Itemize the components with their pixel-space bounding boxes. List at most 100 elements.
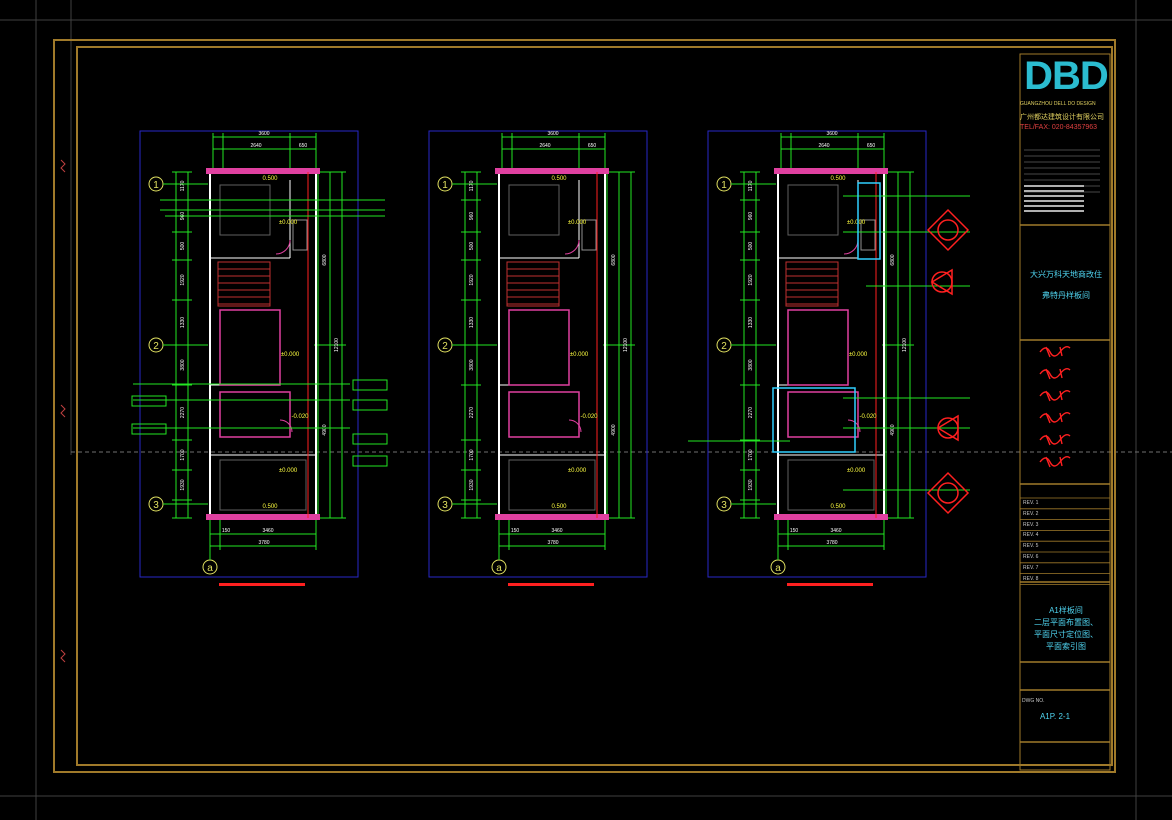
level-text: -0.020	[580, 414, 598, 420]
dimension-text: 150	[222, 528, 231, 534]
bathroom-outline	[508, 391, 580, 438]
dimension-text: 2640	[250, 143, 261, 149]
dimension-text: 500	[748, 242, 754, 251]
furniture-block	[508, 459, 596, 511]
grid-label: 3	[153, 500, 159, 511]
plan-title-bar	[508, 583, 594, 586]
dimension-text: 1700	[180, 449, 186, 460]
door-swing	[564, 239, 580, 255]
grid-label: 1	[721, 180, 727, 191]
dimension-text: 1700	[469, 449, 475, 460]
level-text: ±0.000	[847, 468, 866, 474]
staircase	[217, 261, 271, 307]
dimension-text: 3460	[551, 528, 562, 534]
plan-boundary	[707, 130, 927, 578]
level-text: 0.500	[262, 176, 278, 182]
plan-boundary	[139, 130, 359, 578]
drawing-title-line4: 平面索引图	[1046, 642, 1086, 651]
dimension-text: 12100	[623, 338, 629, 352]
dimension-text: 500	[469, 242, 475, 251]
bottom-dimensions: 150 3460 3780	[498, 520, 606, 550]
title-block	[1019, 53, 1111, 771]
door-swing	[279, 419, 293, 433]
level-text: -0.020	[859, 414, 877, 420]
revision-item: REV. 7	[1023, 564, 1039, 571]
dimension-text: 1930	[469, 479, 475, 490]
level-text: 0.500	[551, 504, 567, 510]
level-text: ±0.000	[849, 352, 868, 358]
dimension-text: 1700	[748, 449, 754, 460]
level-text: ±0.000	[570, 352, 589, 358]
index-tag	[352, 399, 388, 411]
level-text: 0.500	[830, 504, 846, 510]
furniture-block	[508, 184, 560, 236]
dimension-text: 500	[180, 242, 186, 251]
grid-label: a	[496, 563, 502, 574]
index-tag	[131, 423, 167, 435]
dimension-text: 650	[867, 143, 876, 149]
dimension-text: 12100	[334, 338, 340, 352]
revision-item: REV. 6	[1023, 553, 1039, 560]
dimension-text: 1170	[748, 180, 754, 191]
index-triangle	[936, 414, 959, 442]
dimension-text: 150	[511, 528, 520, 534]
room-outline	[508, 309, 570, 386]
revision-item: REV. 5	[1023, 543, 1039, 550]
balcony-top	[206, 168, 320, 174]
drawing-number: A1P. 2-1	[1039, 712, 1071, 721]
level-text: 0.500	[551, 176, 567, 182]
dimension-text: 2270	[748, 407, 754, 418]
level-text: 0.500	[262, 504, 278, 510]
highlight-box	[857, 182, 881, 260]
dimension-text: 3600	[547, 131, 558, 137]
stair-outline	[506, 261, 560, 307]
level-text: 0.500	[830, 176, 846, 182]
dimension-text: 3780	[826, 540, 837, 546]
drawing-title-line2: 二层平面布置图、	[1034, 618, 1098, 627]
dimension-text: 1330	[469, 317, 475, 328]
bathroom-outline	[787, 391, 859, 438]
balcony-top	[774, 168, 888, 174]
grid-label: 3	[721, 500, 727, 511]
grid-label: a	[207, 563, 213, 574]
highlight-box	[772, 387, 856, 453]
dimension-text: 3780	[547, 540, 558, 546]
titleblock-frame	[1019, 53, 1111, 771]
door-swing	[847, 419, 861, 433]
plan-title-bar	[787, 583, 873, 586]
plan-boundary	[428, 130, 648, 578]
dimension-text: 4900	[322, 424, 328, 435]
dimension-text: 6800	[890, 254, 896, 265]
note-bar	[1024, 190, 1084, 192]
level-text: -0.020	[291, 414, 309, 420]
door-swing	[568, 419, 582, 433]
dimension-text: 1930	[748, 479, 754, 490]
signature	[1039, 433, 1071, 446]
dimension-text: 2640	[818, 143, 829, 149]
dimension-text: 3460	[262, 528, 273, 534]
grid-label: 1	[153, 180, 159, 191]
furniture-block	[787, 459, 875, 511]
dimension-text: 3600	[258, 131, 269, 137]
stair-outline	[785, 261, 839, 307]
grid-label: 3	[442, 500, 448, 511]
dimension-text: 1330	[180, 317, 186, 328]
cabinet	[292, 219, 308, 251]
dimension-text: 4900	[611, 424, 617, 435]
index-circle	[937, 482, 959, 504]
staircase	[785, 261, 839, 307]
index-diamond	[926, 208, 970, 252]
dimension-text: 1930	[180, 479, 186, 490]
drawing-title-line3: 平面尺寸定位图、	[1034, 630, 1098, 639]
